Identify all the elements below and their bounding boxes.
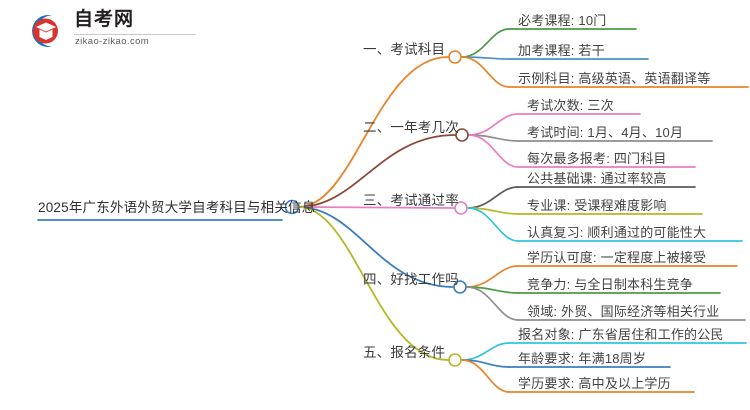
leaf-label-2-3: 每次最多报考: 四门科目 [527, 151, 667, 166]
logo-name: 自考网 [74, 9, 135, 30]
leaf-label-4-3: 领域: 外贸、国际经济等相关行业 [527, 304, 720, 319]
logo-divider [74, 34, 196, 35]
site-logo: 自考网 zikao-zikao.com [22, 8, 202, 54]
leaf-label-5-2: 年龄要求: 年满18周岁 [518, 351, 647, 366]
branch-node-5-circle [448, 353, 462, 367]
graduation-book-icon [32, 15, 58, 48]
leaf-connector-1-3 [461, 56, 510, 88]
branch-label-4: 四、好找工作吗 [363, 272, 459, 287]
branch-connector-1 [297, 56, 449, 208]
leaf-connector-1-1 [461, 28, 510, 58]
branch-label-1: 一、考试科目 [363, 42, 446, 57]
branch-node-1[interactable] [448, 50, 462, 64]
branch-label-3: 三、考试通过率 [363, 193, 459, 208]
leaf-label-3-1: 公共基础课: 通过率较高 [527, 171, 667, 186]
branch-connector-4 [297, 206, 454, 288]
leaf-label-5-3: 学历要求: 高中及以上学历 [518, 376, 671, 391]
root-label: 2025年广东外语外贸大学自考科目与相关信息 [38, 200, 316, 215]
branch-label-5: 五、报名条件 [363, 345, 446, 360]
branch-label-2: 二、一年考几次 [363, 120, 459, 135]
branch-node-2-circle [455, 128, 469, 142]
leaf-connector-5-3 [461, 359, 510, 393]
branch-node-2[interactable] [455, 128, 469, 142]
branch-connector-5 [297, 206, 449, 361]
branch-connector-3 [297, 206, 455, 209]
leaf-label-5-1: 报名对象: 广东省居住和工作的公民 [518, 327, 724, 342]
leaf-label-4-2: 竞争力: 与全日制本科生竞争 [527, 277, 694, 292]
leaf-label-1-2: 加考课程: 若干 [518, 43, 605, 58]
leaf-connector-4-3 [466, 286, 519, 321]
leaf-connector-4-1 [466, 265, 519, 288]
leaf-connector-2-3 [468, 134, 519, 168]
branch-node-3[interactable] [454, 201, 468, 215]
leaf-label-1-1: 必考课程: 10门 [518, 13, 607, 28]
branch-node-4-circle [453, 280, 467, 294]
leaf-label-1-3: 示例科目: 高级英语、英语翻译等 [518, 71, 711, 86]
leaf-connector-2-1 [468, 113, 519, 136]
leaf-connector-3-3 [467, 207, 519, 242]
branch-node-4[interactable] [453, 280, 467, 294]
branch-connector-2 [297, 134, 456, 208]
leaf-label-2-2: 考试时间: 1月、4月、10月 [527, 125, 684, 140]
leaf-label-2-1: 考试次数: 三次 [527, 98, 614, 113]
branch-node-5[interactable] [448, 353, 462, 367]
leaf-connector-3-1 [467, 186, 519, 209]
branch-node-1-circle [448, 50, 462, 64]
branch-node-3-circle [454, 201, 468, 215]
leaf-label-4-1: 学历认可度: 一定程度上被接受 [527, 250, 707, 265]
logo-domain: zikao-zikao.com [75, 36, 150, 47]
leaf-connector-5-1 [461, 342, 510, 361]
leaf-label-3-3: 认真复习: 顺利通过的可能性大 [527, 225, 707, 240]
leaf-label-3-2: 专业课: 受课程难度影响 [527, 198, 667, 213]
